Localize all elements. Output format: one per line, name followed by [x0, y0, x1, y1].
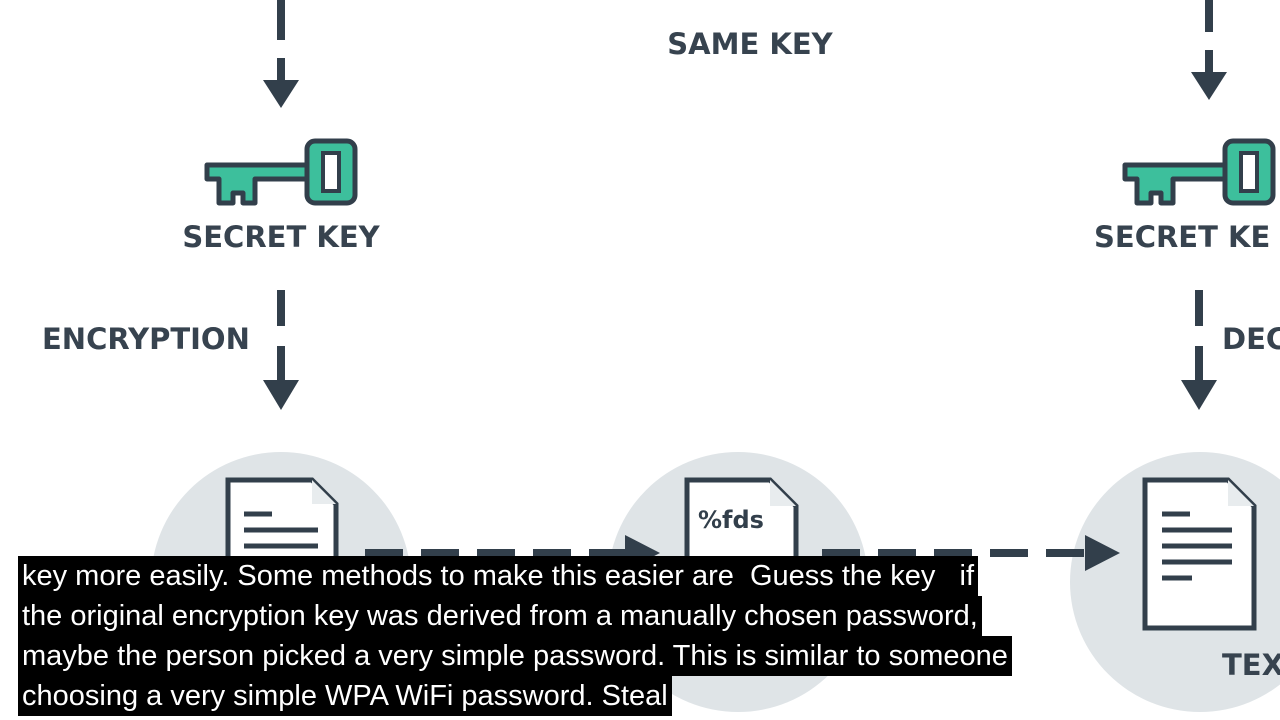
decrypt-flow-arrow — [822, 535, 1120, 571]
left-secret-key-label: SECRET KEY — [182, 220, 380, 254]
subtitle-line: the original encryption key was derived … — [18, 596, 982, 636]
left-top-arrow — [263, 0, 299, 108]
subtitle-line: choosing a very simple WPA WiFi password… — [18, 676, 672, 716]
right-text-label: TEX — [1222, 648, 1280, 682]
right-top-arrow — [1191, 0, 1227, 100]
right-secret-key-label: SECRET KE — [1094, 220, 1270, 254]
subtitles: key more easily. Some methods to make th… — [18, 556, 1012, 716]
decryption-label: DEC — [1222, 322, 1280, 356]
same-key-label: SAME KEY — [667, 27, 833, 61]
subtitle-line: maybe the person picked a very simple pa… — [18, 636, 1012, 676]
encryption-arrow — [263, 290, 299, 410]
decrypted-document-icon — [1142, 477, 1257, 631]
subtitle-line: key more easily. Some methods to make th… — [18, 556, 979, 596]
ciphertext-label: %fds — [698, 506, 764, 534]
decryption-arrow — [1181, 290, 1217, 410]
secret-key-icon — [1122, 138, 1276, 206]
encryption-label: ENCRYPTION — [42, 322, 250, 356]
secret-key-icon — [204, 138, 358, 206]
